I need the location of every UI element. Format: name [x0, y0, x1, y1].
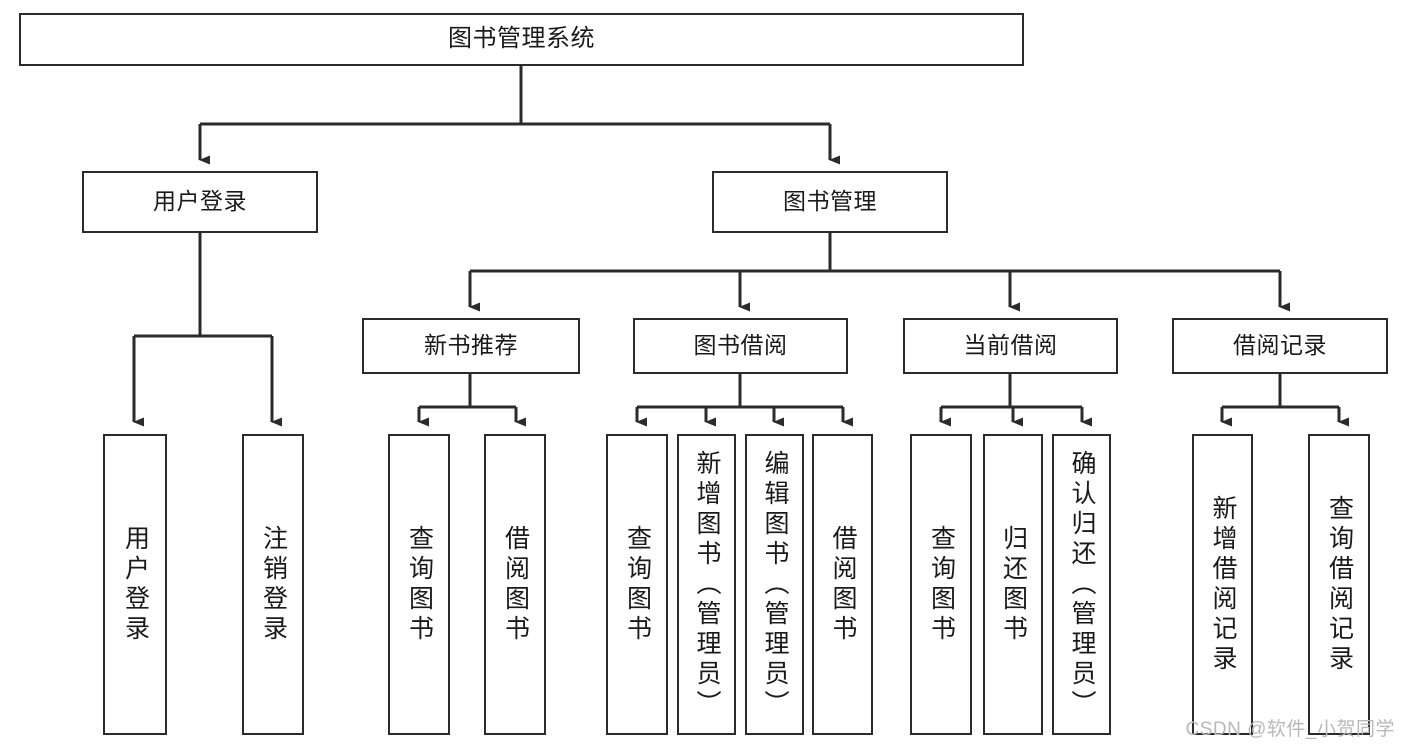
user-login-to-leaf-connectors: [132, 233, 282, 427]
node-leaf-query-borrow-record[interactable]: 查询借阅记录: [1308, 434, 1370, 735]
node-leaf-query-book-1[interactable]: 查询图书: [388, 434, 450, 735]
node-book-management[interactable]: 图书管理: [712, 171, 948, 233]
node-leaf-borrow-book-2[interactable]: 借阅图书: [812, 434, 873, 735]
node-current-borrow[interactable]: 当前借阅: [903, 318, 1118, 374]
node-root-label: 图书管理系统: [448, 25, 595, 53]
node-leaf-add-borrow-record-label: 新增借阅记录: [1209, 494, 1237, 675]
root-to-level2-connectors: [198, 66, 840, 165]
node-user-login[interactable]: 用户登录: [82, 171, 318, 233]
node-leaf-borrow-book-1-label: 借阅图书: [501, 524, 530, 645]
new-book-recommend-to-leaf-connectors: [417, 374, 526, 427]
node-leaf-return-book[interactable]: 归还图书: [983, 434, 1043, 735]
node-leaf-query-book-1-label: 查询图书: [405, 524, 434, 645]
node-book-borrow[interactable]: 图书借阅: [633, 318, 848, 374]
node-leaf-edit-book-label: 编辑图书（管理员）: [761, 449, 789, 720]
node-leaf-query-book-3-label: 查询图书: [927, 524, 956, 645]
csdn-watermark: CSDN @软件_小贺同学: [1185, 719, 1395, 740]
node-leaf-return-book-label: 归还图书: [999, 524, 1028, 645]
node-user-login-label: 用户登录: [153, 188, 247, 215]
node-new-book-recommend-label: 新书推荐: [424, 332, 518, 359]
node-book-borrow-label: 图书借阅: [693, 332, 788, 359]
node-current-borrow-label: 当前借阅: [963, 332, 1058, 359]
node-leaf-query-book-2[interactable]: 查询图书: [606, 434, 668, 735]
current-borrow-to-leaf-connectors: [939, 374, 1092, 427]
borrow-record-to-leaf-connectors: [1220, 374, 1349, 427]
node-root[interactable]: 图书管理系统: [19, 13, 1024, 66]
node-leaf-confirm-return[interactable]: 确认归还（管理员）: [1052, 434, 1111, 735]
node-borrow-record[interactable]: 借阅记录: [1172, 318, 1388, 374]
node-borrow-record-label: 借阅记录: [1233, 332, 1327, 359]
node-leaf-borrow-book-2-label: 借阅图书: [829, 524, 857, 645]
book-borrow-to-leaf-connectors: [635, 374, 853, 427]
node-leaf-user-logout[interactable]: 注销登录: [242, 434, 304, 735]
node-leaf-user-logout-label: 注销登录: [259, 524, 288, 645]
node-new-book-recommend[interactable]: 新书推荐: [362, 318, 580, 374]
node-leaf-query-borrow-record-label: 查询借阅记录: [1325, 494, 1354, 675]
node-book-management-label: 图书管理: [783, 188, 877, 215]
node-leaf-query-book-2-label: 查询图书: [623, 524, 652, 645]
node-leaf-user-login-label: 用户登录: [121, 524, 150, 645]
node-leaf-borrow-book-1[interactable]: 借阅图书: [484, 434, 546, 735]
node-leaf-edit-book[interactable]: 编辑图书（管理员）: [745, 434, 804, 735]
node-leaf-query-book-3[interactable]: 查询图书: [910, 434, 972, 735]
book-management-to-level3-connectors: [468, 233, 1290, 312]
node-leaf-user-login[interactable]: 用户登录: [103, 434, 167, 735]
node-leaf-confirm-return-label: 确认归还（管理员）: [1068, 449, 1096, 720]
node-leaf-add-book-label: 新增图书（管理员）: [693, 449, 721, 720]
node-leaf-add-book[interactable]: 新增图书（管理员）: [677, 434, 736, 735]
node-leaf-add-borrow-record[interactable]: 新增借阅记录: [1192, 434, 1253, 735]
